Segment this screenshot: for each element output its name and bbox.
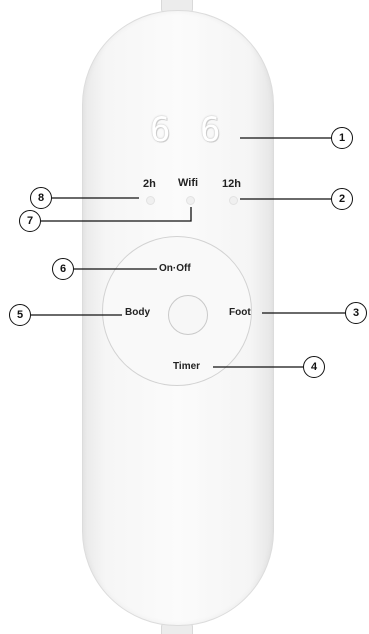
- timer-button[interactable]: Timer: [173, 361, 201, 372]
- callout-2: 2: [331, 188, 353, 210]
- label-12h: 12h: [222, 178, 241, 190]
- display-digit-right: 6: [200, 110, 221, 150]
- center-button[interactable]: [168, 295, 208, 335]
- callout-3: 3: [345, 302, 367, 324]
- callout-7: 7: [19, 210, 41, 232]
- callout-6: 6: [52, 258, 74, 280]
- callout-1: 1: [331, 127, 353, 149]
- led-wifi-indicator: [186, 196, 195, 205]
- label-wifi: Wifi: [178, 177, 199, 189]
- led-12h-indicator: [229, 196, 238, 205]
- foot-button[interactable]: Foot: [229, 307, 251, 318]
- display-digit-left: 6: [150, 110, 171, 150]
- on-off-button[interactable]: On·Off: [159, 263, 191, 274]
- label-2h: 2h: [143, 178, 156, 190]
- callout-line-7: [41, 207, 192, 222]
- callout-8: 8: [30, 187, 52, 209]
- callout-4: 4: [303, 356, 325, 378]
- led-2h-indicator: [146, 196, 155, 205]
- callout-5: 5: [9, 304, 31, 326]
- body-button[interactable]: Body: [125, 307, 150, 318]
